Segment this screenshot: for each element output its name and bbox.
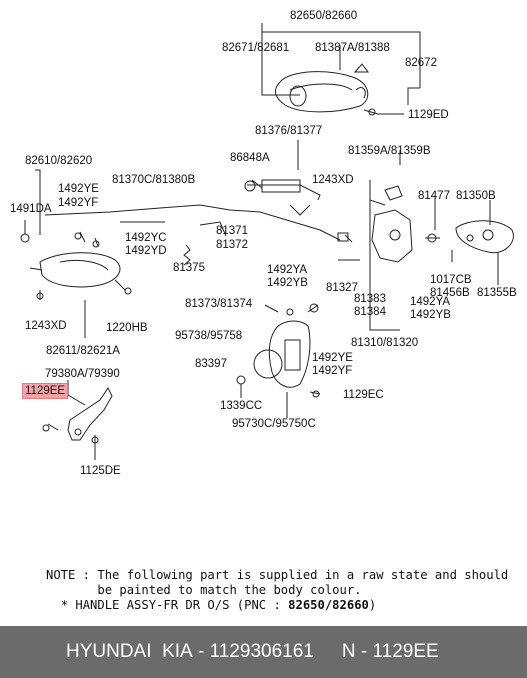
label-81371: 81371 [216, 225, 248, 237]
note-line-3-suffix: ) [368, 598, 377, 612]
label-1492yf-a: 1492YF [58, 197, 99, 209]
label-82611-82621a: 82611/82621A [46, 345, 120, 357]
checker-shape [67, 387, 113, 441]
outer-handle-shape [274, 71, 369, 113]
label-1492yb-d: 1492YB [410, 309, 451, 321]
label-83397: 83397 [195, 358, 227, 370]
label-81376-81377: 81376/81377 [255, 125, 323, 137]
label-81384: 81384 [354, 306, 386, 318]
label-81350b: 81350B [456, 190, 496, 202]
label-1492ye-a: 1492YE [58, 183, 99, 195]
label-82672: 82672 [405, 57, 437, 69]
label-81477: 81477 [418, 190, 450, 202]
label-1220hb: 1220HB [106, 322, 148, 334]
label-81370c-81380b: 81370C/81380B [112, 174, 196, 186]
label-1339cc: 1339CC [220, 400, 263, 412]
label-81372: 81372 [216, 239, 248, 251]
label-1243xd-inner: 1243XD [25, 320, 67, 332]
footer-bar: HYUNDAI KIA - 1129306161 N - 1129EE [0, 626, 527, 678]
grommet-shape [253, 349, 283, 379]
label-79380a-79390: 79380A/79390 [45, 368, 120, 380]
footer-separator: - [192, 641, 210, 662]
inner-handle-shape [39, 252, 121, 288]
label-95738-95758: 95738/95758 [175, 330, 243, 342]
highlighted-part-1129ee[interactable]: 1129EE [22, 383, 69, 399]
label-1125de: 1125DE [80, 465, 121, 477]
label-81373-81374: 81373/81374 [185, 298, 253, 310]
label-82650-82660: 82650/82660 [290, 10, 358, 22]
label-1492yf-e: 1492YF [312, 365, 353, 377]
label-82671-82681: 82671/82681 [222, 42, 290, 54]
note-line-2: be painted to match the body colour. [97, 583, 362, 597]
label-86848a: 86848A [230, 152, 270, 164]
leader-line [261, 23, 421, 88]
label-1492yb-c: 1492YB [267, 277, 308, 289]
note-line-1: The following part is supplied in a raw … [97, 568, 509, 582]
label-1017cb: 1017CB [430, 274, 472, 286]
label-81355b: 81355B [477, 287, 517, 299]
label-1129ec: 1129EC [343, 389, 384, 401]
note-block: NOTE : The following part is supplied in… [46, 568, 508, 613]
latch-cover-shape [384, 185, 403, 201]
note-line-3-pnc: 82650/82660 [288, 598, 369, 612]
label-81310-81320: 81310/81320 [351, 337, 419, 349]
label-1492yc: 1492YC [125, 232, 167, 244]
footer-n-prefix: N - [341, 641, 373, 662]
label-1491da: 1491DA [10, 203, 52, 215]
actuator-shape [268, 320, 311, 388]
label-81375: 81375 [173, 262, 205, 274]
label-81383: 81383 [354, 293, 386, 305]
note-prefix: NOTE : [46, 568, 98, 582]
label-81387a-81388: 81387A/81388 [315, 42, 390, 54]
footer-brand: HYUNDAI KIA [66, 641, 193, 662]
label-81456b: 81456B [430, 287, 470, 299]
note-line-3-prefix: * HANDLE ASSY-FR DR O/S (PNC : [60, 598, 289, 612]
footer-part-number: 1129306161 [209, 641, 314, 662]
striker-shape [455, 220, 514, 254]
footer-n-code: 1129EE [372, 641, 439, 662]
label-1243xd-mid: 1243XD [312, 174, 354, 186]
label-1492yd: 1492YD [125, 245, 167, 257]
label-1492ya-d: 1492YA [410, 296, 451, 308]
label-82610-82620: 82610/82620 [25, 155, 93, 167]
label-1492ye-e: 1492YE [312, 352, 353, 364]
label-95730c-95750c: 95730C/95750C [232, 418, 316, 430]
label-1129ed: 1129ED [408, 109, 449, 121]
label-81359a-81359b: 81359A/81359B [348, 145, 431, 157]
label-1492ya-c: 1492YA [267, 264, 308, 276]
label-81327: 81327 [326, 282, 358, 294]
parts-diagram: 82650/82660 82671/82681 81387A/81388 826… [10, 10, 517, 477]
latch-body-shape [371, 209, 413, 263]
